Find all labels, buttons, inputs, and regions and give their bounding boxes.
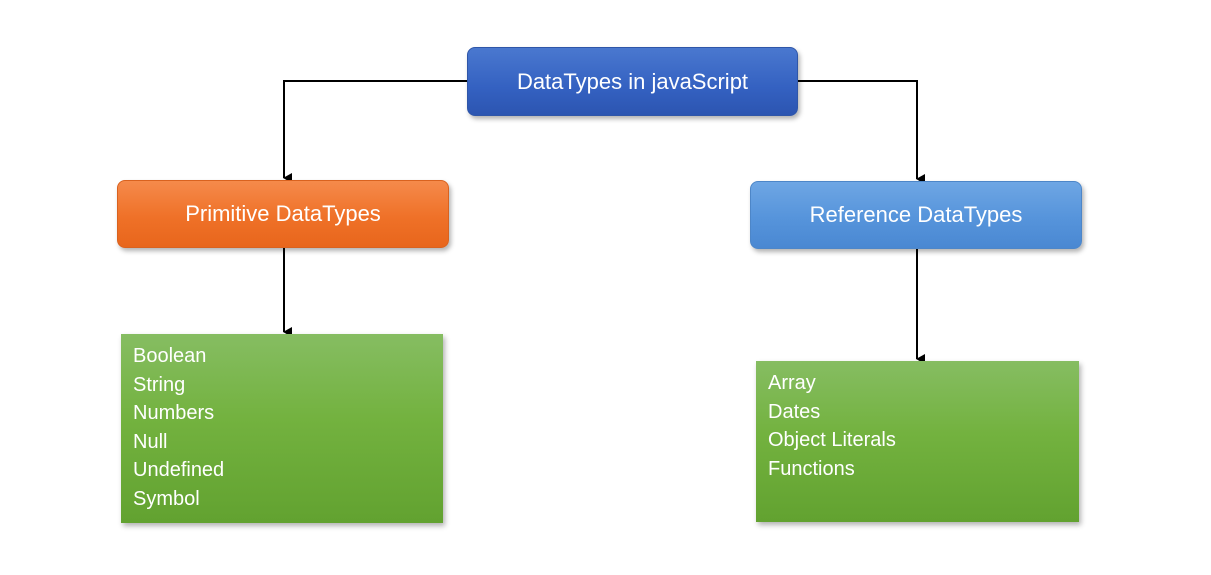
root-node: DataTypes in javaScript bbox=[467, 47, 798, 116]
list-item: Functions bbox=[768, 457, 855, 480]
list-item: Symbol bbox=[133, 487, 200, 510]
primitive-node: Primitive DataTypes bbox=[117, 180, 449, 248]
primitive-node-label: Primitive DataTypes bbox=[185, 201, 381, 226]
list-item: String bbox=[133, 373, 186, 396]
primitive-types-list: Boolean String Numbers Null Undefined Sy… bbox=[121, 334, 443, 523]
connector-root-to-reference bbox=[798, 80, 925, 184]
list-item: Boolean bbox=[133, 345, 207, 367]
list-item: Object Literals bbox=[768, 429, 896, 451]
reference-node: Reference DataTypes bbox=[750, 181, 1082, 249]
reference-types-list: Array Dates Object Literals Functions bbox=[756, 361, 1079, 522]
list-item: Dates bbox=[768, 400, 821, 423]
root-node-label: DataTypes in javaScript bbox=[516, 68, 749, 94]
list-item: Array bbox=[768, 372, 816, 394]
list-item: Undefined bbox=[133, 459, 225, 481]
list-item: Numbers bbox=[133, 402, 215, 424]
reference-node-label: Reference DataTypes bbox=[809, 202, 1023, 227]
list-item: Null bbox=[133, 430, 168, 453]
connector-root-to-primitive bbox=[283, 80, 467, 183]
